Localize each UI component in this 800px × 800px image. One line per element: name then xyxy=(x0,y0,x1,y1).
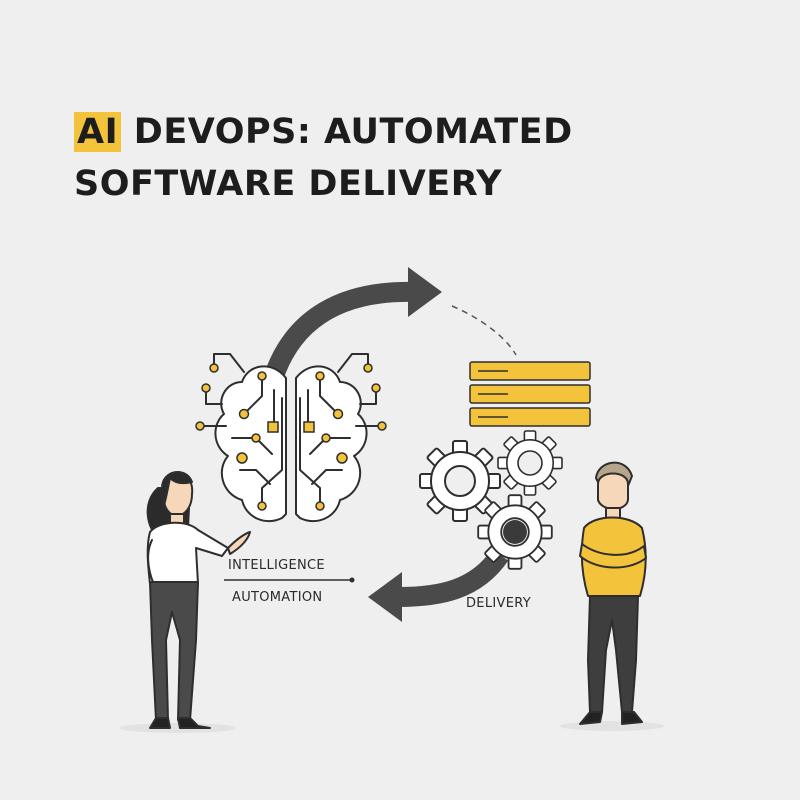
automation-label: AUTOMATION xyxy=(232,590,323,605)
bottom-curved-arrow xyxy=(368,549,509,622)
intelligence-label: INTELLIGENCE xyxy=(228,558,325,573)
page-title: AI DEVOPS: AUTOMATED SOFTWARE DELIVERY xyxy=(74,106,573,210)
woman-presenter-illustration xyxy=(120,471,251,733)
top-curved-arrow xyxy=(262,267,442,386)
server-stack-icon xyxy=(469,361,591,427)
brain-icon xyxy=(199,353,383,523)
label-divider xyxy=(224,577,355,583)
dashed-connector xyxy=(451,305,517,356)
man-arms-crossed-illustration xyxy=(560,461,664,731)
title-highlight: AI xyxy=(74,112,122,152)
title-line1: DEVOPS: AUTOMATED xyxy=(121,112,573,152)
delivery-label: DELIVERY xyxy=(466,596,531,611)
brain-nodes xyxy=(195,363,387,511)
gear-small-icon xyxy=(497,430,563,496)
title-line2: SOFTWARE DELIVERY xyxy=(74,164,503,204)
gear-bottom-icon xyxy=(477,494,553,570)
